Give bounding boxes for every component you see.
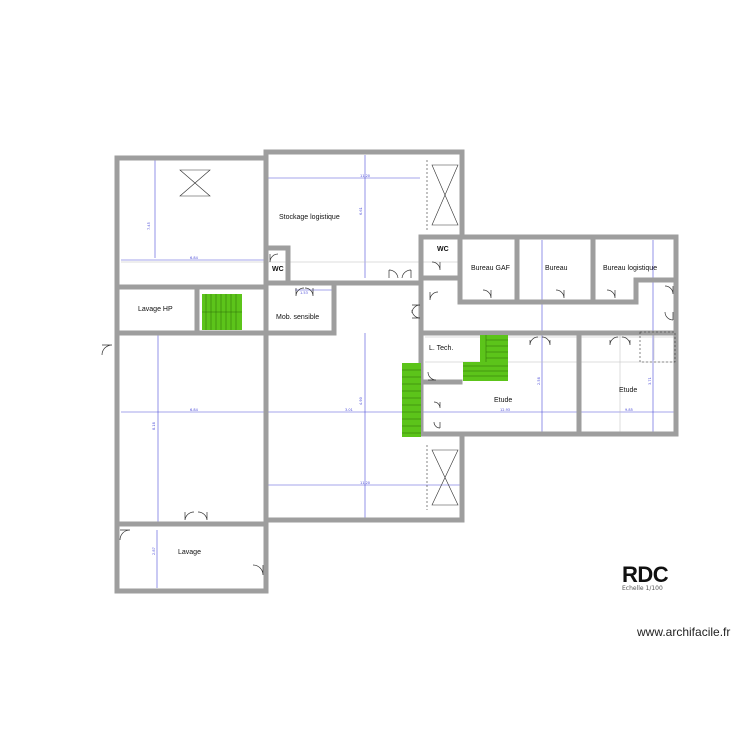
dim-label: 11.20: [360, 174, 370, 178]
scale-caption: Echelle 1/100: [622, 585, 663, 592]
dimension-grey-lines: [121, 261, 675, 432]
walls: [114, 149, 679, 594]
dim-label: 2.87: [152, 547, 156, 555]
opening-markers: [179, 160, 676, 510]
room-label-wc: WC: [437, 246, 449, 253]
room-label-wc: WC: [272, 266, 284, 273]
website-watermark: www.archifacile.fr: [637, 625, 731, 639]
room-label-lavage: Lavage: [178, 549, 201, 556]
dim-label: 6.84: [190, 408, 199, 412]
room-label-etude: Etude: [619, 387, 637, 394]
dim-label: 8.18: [152, 422, 156, 430]
room-label-l-tech: L. Tech.: [429, 345, 453, 352]
dimension-labels: 6.84 11.20 6.84 3.01 11.20 12.93 9.85 7.…: [147, 174, 652, 555]
stairs-left: [202, 294, 242, 330]
room-label-lavage-hp: Lavage HP: [138, 306, 173, 313]
dim-label: 6.84: [190, 256, 199, 260]
dim-label: 4.90: [359, 397, 363, 405]
room-label-stockage: Stockage logistique: [279, 214, 340, 221]
dim-label: 6.61: [359, 207, 363, 215]
dim-label: 11.20: [360, 481, 370, 485]
dimension-lines: [121, 155, 678, 588]
dim-label: 12.93: [500, 408, 510, 412]
dim-label: 2.58: [537, 377, 541, 385]
dim-label: 3.71: [648, 377, 652, 385]
dim-label: 7.45: [147, 222, 151, 230]
room-labels: Stockage logistique WC WC Bureau GAF Bur…: [138, 214, 657, 556]
doors: [101, 253, 674, 576]
dim-label: 9.85: [625, 408, 633, 412]
room-label-bureau-gaf: Bureau GAF: [471, 265, 510, 272]
room-label-bureau-logistique: Bureau logistique: [603, 265, 657, 272]
stairs-right: [463, 335, 508, 381]
dim-label: 3.01: [345, 408, 353, 412]
room-label-etude: Etude: [494, 397, 512, 404]
stairs-center: [402, 363, 421, 437]
room-label-bureau: Bureau: [545, 265, 568, 272]
room-label-mob-sensible: Mob. sensible: [276, 314, 319, 321]
dim-label: 1.53: [300, 291, 308, 295]
level-title: RDC: [622, 562, 669, 587]
